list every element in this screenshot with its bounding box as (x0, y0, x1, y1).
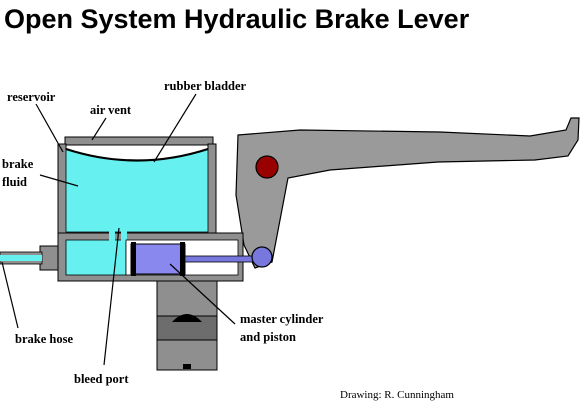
label-brake-hose: brake hose (15, 332, 73, 346)
brake-lever (235, 117, 580, 269)
leader-lines (1, 93, 236, 366)
drawing-credit: Drawing: R. Cunningham (340, 389, 454, 401)
label-master-cylinder-line1: master cylinder (240, 312, 324, 326)
label-brake-fluid-line1: brake (2, 157, 34, 171)
diagram-title: Open System Hydraulic Brake Lever (4, 4, 470, 34)
label-air-vent: air vent (90, 103, 132, 117)
rubber-bladder (65, 147, 209, 162)
label-brake-fluid-line2: fluid (2, 175, 27, 189)
label-reservoir: reservoir (7, 90, 56, 104)
label-rubber-bladder: rubber bladder (164, 79, 247, 93)
push-rod (184, 255, 256, 263)
label-master-cylinder-line2: and piston (240, 330, 296, 344)
piston (130, 243, 186, 275)
master-cylinder-body (57, 228, 256, 282)
brake-hose (0, 245, 59, 271)
label-bleed-port: bleed port (74, 372, 129, 386)
reservoir-lid (64, 136, 214, 146)
link-pin (251, 246, 273, 268)
lever-pivot (255, 155, 279, 179)
reservoir (57, 143, 217, 239)
